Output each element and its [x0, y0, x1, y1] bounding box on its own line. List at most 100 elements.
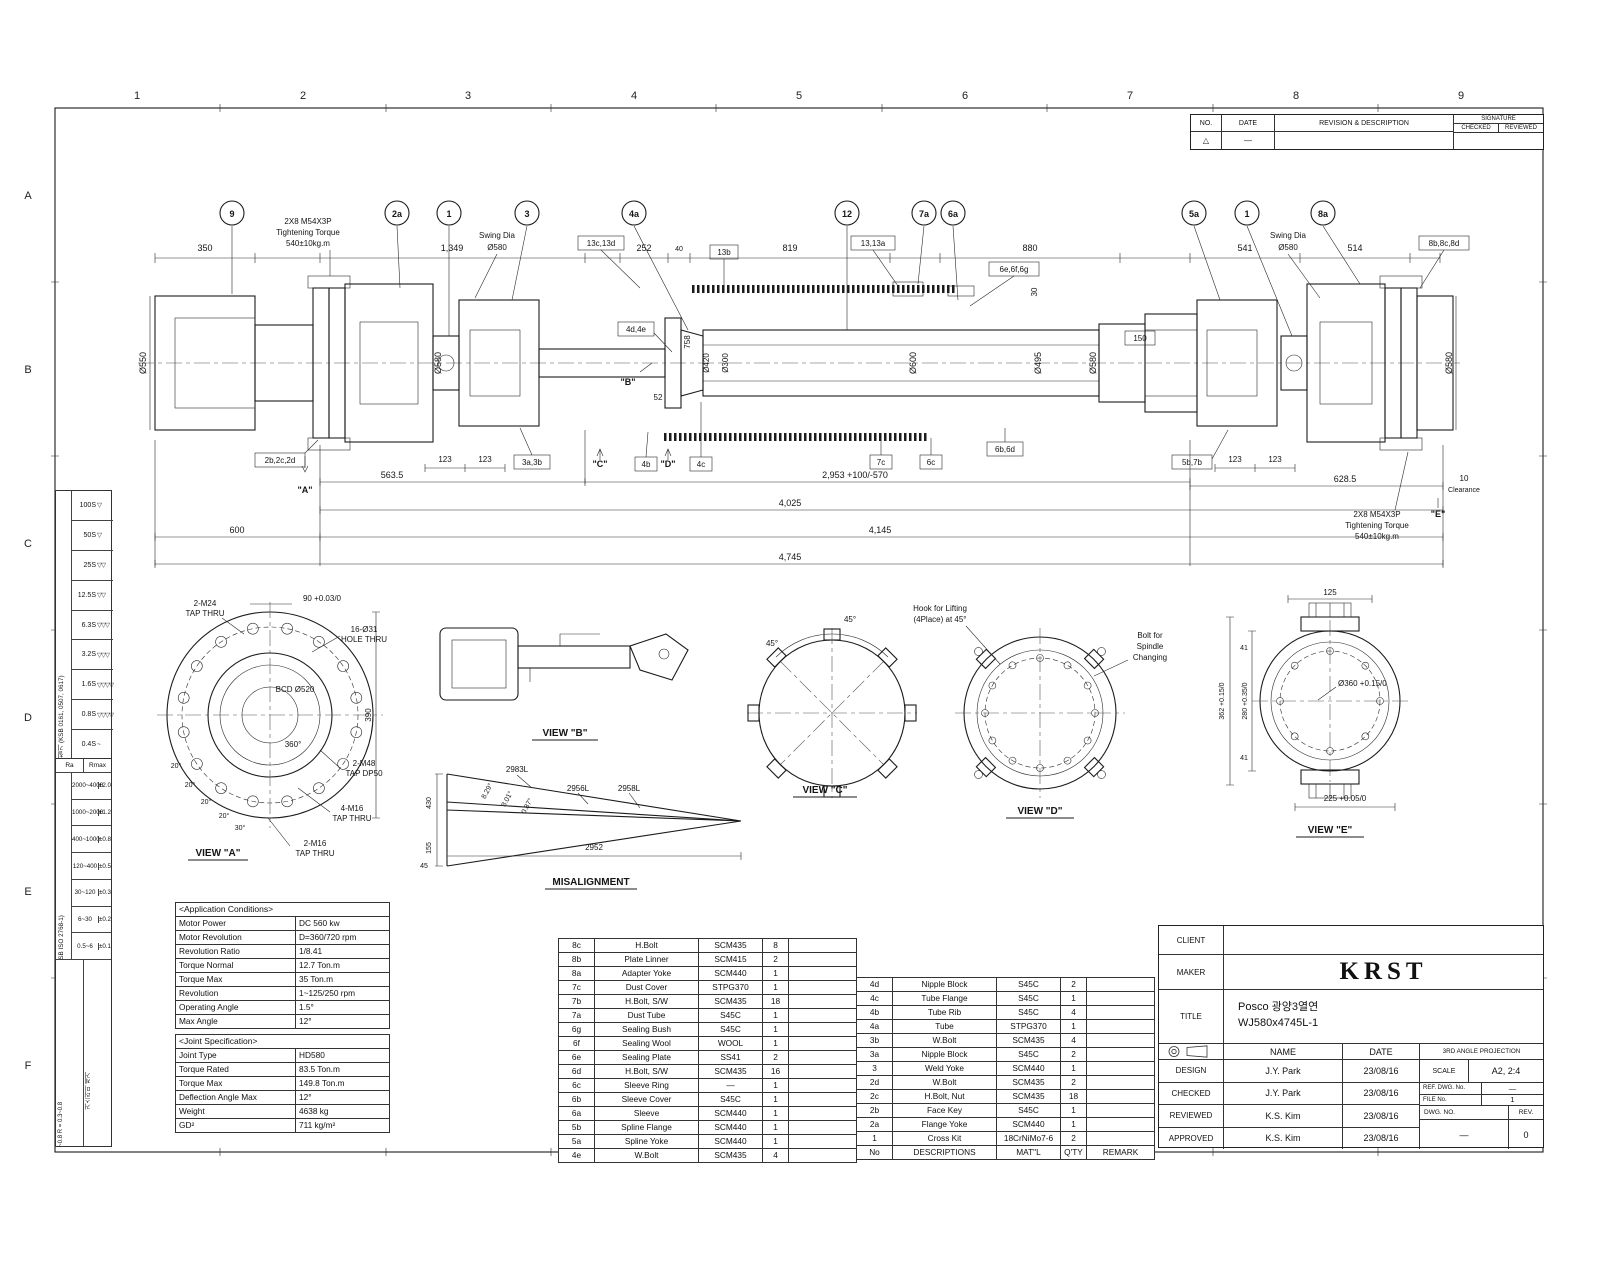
- checked-label: CHECKED: [1159, 1082, 1224, 1104]
- spec-label: Weight: [175, 1104, 296, 1119]
- bom-qty: 1: [762, 1022, 789, 1037]
- third-angle-projection-icon: [1159, 1044, 1224, 1059]
- bom-item-no: 6e: [558, 1050, 595, 1065]
- balloon-label: 1: [446, 209, 451, 219]
- finish-grade: 50S: [83, 531, 96, 539]
- bom-qty: 1: [762, 966, 789, 981]
- grid-col-label: 9: [1457, 90, 1465, 102]
- bom-material: SCM435: [698, 1148, 763, 1163]
- bom-qty: 2: [1060, 977, 1087, 992]
- maker-label: MAKER: [1159, 955, 1224, 989]
- dim: 514: [1347, 243, 1362, 253]
- revision-desc-value: [1275, 132, 1453, 149]
- reviewed-name: K.S. Kim: [1224, 1105, 1343, 1127]
- revision-table: NO. △ DATE — REVISION & DESCRIPTION SIGN…: [1190, 114, 1544, 150]
- view-d: Hook for Lifting (4Place) at 45° Bolt fo…: [913, 604, 1167, 819]
- bom-description: Sleeve Cover: [594, 1092, 699, 1107]
- bom-qty: 1: [762, 980, 789, 995]
- note-line: Tightening Torque: [276, 228, 340, 237]
- bom-description: H.Bolt, S/W: [594, 994, 699, 1009]
- revision-signature-col: SIGNATURE CHECKED REVIEWED: [1454, 115, 1543, 149]
- bom-item-no: 3a: [856, 1047, 893, 1062]
- finish-row: 12.5S▽▽: [72, 581, 113, 611]
- spec-label: Revolution Ratio: [175, 944, 296, 959]
- table-title: <Joint Specification>: [174, 1034, 391, 1049]
- tolerance-row: 120~400±0.5: [72, 853, 111, 880]
- dim: 45: [420, 863, 428, 870]
- spec-label: Torque Rated: [175, 1062, 296, 1077]
- bom-item-no: 4c: [856, 991, 893, 1006]
- bom-qty: 2: [1060, 1047, 1087, 1062]
- bom-material: S45C: [698, 1092, 763, 1107]
- dim: 41: [1240, 755, 1248, 762]
- finish-row: 0.8S▽▽▽▽: [72, 700, 114, 731]
- callout-box: 13c,13d: [587, 239, 615, 248]
- view-title: VIEW "B": [542, 728, 587, 739]
- callout-box: 6c: [927, 458, 935, 467]
- bom-material: SCM440: [698, 1106, 763, 1121]
- bom-item-no: 6c: [558, 1078, 595, 1093]
- bom-row: 6c Sleeve Ring — 1: [558, 1078, 857, 1093]
- thread-note: 2-M24: [194, 599, 217, 608]
- callout-box: 6e,6f,6g: [1000, 265, 1029, 274]
- dwg-no-value: —: [1420, 1120, 1509, 1149]
- bom-item-no: 2c: [856, 1089, 893, 1104]
- bom-remark: [788, 966, 857, 981]
- callout-box: 6b,6d: [995, 445, 1015, 454]
- finish-grade: 0.8S: [81, 711, 96, 719]
- bom-remark: [788, 994, 857, 1009]
- tolerance-row: 1000~2000±1.2: [72, 800, 111, 827]
- bom-remark: [1086, 1131, 1155, 1146]
- bom-description: Sealing Bush: [594, 1022, 699, 1037]
- bom-qty: 4: [1060, 1033, 1087, 1048]
- finish-mark: ▽: [97, 502, 102, 510]
- swing-dia-label: Ø580: [487, 243, 507, 252]
- revision-desc-col: REVISION & DESCRIPTION: [1275, 115, 1454, 149]
- main-assembly-outline: [138, 275, 1460, 451]
- bom-row: 6e Sealing Plate SS41 2: [558, 1050, 857, 1065]
- spec-label: Revolution: [175, 986, 296, 1001]
- bom-item-no: 8c: [558, 938, 595, 953]
- grid-row-label: F: [24, 1060, 32, 1072]
- bom-table-right: 4d Nipple Block S45C 2 4c Tube Flange S4…: [856, 977, 1155, 1160]
- bom-remark: [788, 1008, 857, 1023]
- bom-material: SCM415: [698, 952, 763, 967]
- bom-row: 4a Tube STPG370 1: [856, 1019, 1155, 1034]
- bom-remark: [1086, 1061, 1155, 1076]
- bom-remark: [788, 1092, 857, 1107]
- box-callouts: 13c,13d 13b 13,13a 6e,6f,6g 8b,8c,8d 4d,…: [254, 235, 1470, 472]
- ra-label: Ra: [56, 759, 84, 772]
- grid-row-label: E: [24, 886, 32, 898]
- callout-box: 3a,3b: [522, 458, 543, 467]
- dim: 350: [197, 243, 212, 253]
- finish-mark: ▽▽: [97, 562, 106, 570]
- bom-description: H.Bolt, S/W: [594, 1064, 699, 1079]
- hole-note: HOLE THRU: [341, 635, 387, 644]
- bom-description: Spline Flange: [594, 1120, 699, 1135]
- callout-box: 13,13a: [861, 239, 886, 248]
- title-label: TITLE: [1159, 990, 1224, 1043]
- spec-label: Motor Power: [175, 916, 296, 931]
- spec-value: 12°: [294, 1014, 391, 1029]
- tolerance-value: ±0.1: [98, 942, 111, 950]
- bom-material: SCM440: [996, 1061, 1061, 1076]
- finish-mark: ▽▽▽: [97, 622, 110, 629]
- section-markers: "A" "B" "C" "D" "E": [297, 362, 1446, 519]
- bom-description: Dust Tube: [594, 1008, 699, 1023]
- bom-description: Plate Linner: [594, 952, 699, 967]
- balloon-label: 9: [229, 209, 234, 219]
- revision-marker: △: [1202, 136, 1210, 145]
- bom-header-matl: MAT"L: [996, 1145, 1061, 1160]
- section-letter: "E": [1431, 509, 1446, 519]
- bom-row: 5b Spline Flange SCM440 1: [558, 1120, 857, 1135]
- bom-row: 6d H.Bolt, S/W SCM435 16: [558, 1064, 857, 1079]
- grid-row-label: D: [24, 712, 32, 724]
- bom-item-no: 8b: [558, 952, 595, 967]
- bom-material: SCM435: [698, 994, 763, 1009]
- hook-note: Hook for Lifting: [913, 604, 967, 613]
- bom-row: 8b Plate Linner SCM415 2: [558, 952, 857, 967]
- bom-material: SCM435: [996, 1089, 1061, 1104]
